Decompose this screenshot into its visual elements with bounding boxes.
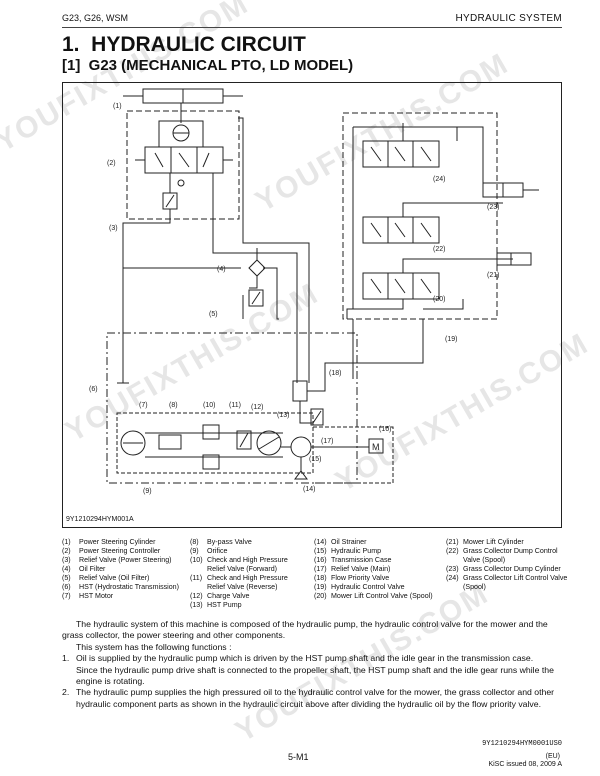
oil-filter [248, 259, 266, 277]
check-relief-reverse [202, 454, 220, 470]
header-model: G23, G26, WSM [62, 13, 129, 23]
list-item: 2. The hydraulic pump supplies the high … [62, 687, 555, 709]
charge-valve [236, 430, 252, 450]
legend-item: (2)Power Steering Controller [62, 547, 161, 555]
body-text: The hydraulic system of this machine is … [62, 619, 562, 710]
legend-item: (7)HST Motor [62, 592, 114, 600]
mower-lift-spool [362, 272, 440, 300]
callout-2: (2) [107, 160, 116, 167]
legend-item: (12)Charge Valve [190, 592, 250, 600]
callout-8: (8) [169, 402, 178, 409]
callout-13: (13) [277, 412, 289, 419]
callout-20: (20) [433, 296, 445, 303]
callout-23: (23) [487, 204, 499, 211]
callout-15: (15) [309, 456, 321, 463]
callout-12: (12) [251, 404, 263, 411]
oil-strainer [294, 470, 308, 480]
power-steering-controller [126, 110, 240, 220]
flow-priority-valve [292, 380, 308, 402]
legend-item: (5)Relief Valve (Oil Filter) [62, 574, 150, 582]
document-code: 9Y1210294HYM0001US0 [482, 740, 562, 748]
circuit-svg: (1) (2) (3) (4) (5) (6) (7) (8) (9) (10)… [89, 88, 539, 495]
legend-item: (16)Transmission Case [314, 556, 392, 564]
legend-item: (9)Orifice [190, 547, 228, 555]
paragraph: The hydraulic system of this machine is … [62, 619, 548, 641]
oil-filter-relief-valve [248, 289, 264, 307]
hst-motor [120, 430, 146, 456]
issue-date: KiSC issued 08, 2009 A [488, 761, 562, 768]
hst-inner [116, 412, 314, 474]
page-title: 1. HYDRAULIC CIRCUIT [62, 33, 306, 56]
legend-item: (21)Mower Lift Cylinder [446, 538, 524, 546]
callout-18: (18) [329, 370, 341, 377]
legend-item: (1)Power Steering Cylinder [62, 538, 156, 546]
header-rule [62, 27, 562, 28]
figure-code: 9Y1210294HYM001A [66, 516, 134, 523]
callout-17: (17) [321, 438, 333, 445]
callout-4: (4) [217, 266, 226, 273]
check-relief-forward [202, 424, 220, 440]
header-section: HYDRAULIC SYSTEM [455, 13, 562, 24]
hydraulic-circuit-diagram: (1) (2) (3) (4) (5) (6) (7) (8) (9) (10)… [62, 82, 562, 528]
callout-21: (21) [487, 272, 499, 279]
transmission-case [313, 426, 394, 484]
legend-item: (19)Hydraulic Control Valve [314, 583, 405, 591]
legend-item: (6)HST (Hydrostatic Transmission) [62, 583, 179, 591]
paragraph: This system has the following functions … [76, 641, 232, 652]
legend-item: (3)Relief Valve (Power Steering) [62, 556, 172, 564]
callout-9: (9) [143, 488, 152, 495]
list-item: 1. Oil is supplied by the hydraulic pump… [62, 653, 554, 687]
grass-collector-lift-spool [362, 140, 440, 168]
callout-10: (10) [203, 402, 215, 409]
legend-column-2: (8)By-pass Valve (9)Orifice (10)Check an… [190, 538, 306, 610]
legend-item: (4)Oil Filter [62, 565, 106, 573]
legend-item: (23)Grass Collector Dump Cylinder [446, 565, 561, 573]
legend-item: (13)HST Pump [190, 601, 242, 609]
callout-16: (16) [379, 426, 391, 433]
callout-7: (7) [139, 402, 148, 409]
engine-letter: M [372, 442, 380, 452]
callout-24: (24) [433, 176, 445, 183]
legend-item: (14)Oil Strainer [314, 538, 367, 546]
callout-11: (11) [229, 402, 241, 409]
callout-6: (6) [89, 386, 98, 393]
callout-14: (14) [303, 486, 315, 493]
issue-region: (EU) [545, 753, 560, 760]
bypass-valve [158, 434, 182, 450]
engine-box [368, 438, 384, 454]
hst-pump [256, 430, 282, 456]
legend-column-1: (1)Power Steering Cylinder (2)Power Stee… [62, 538, 180, 601]
hydraulic-pump [290, 436, 312, 458]
legend-column-4: (21)Mower Lift Cylinder (22)Grass Collec… [446, 538, 572, 592]
legend-item: (11)Check and High Pressure Relief Valve… [190, 574, 288, 591]
hydraulic-control-valve [342, 112, 498, 320]
legend-item: (24)Grass Collector Lift Control Valve (… [446, 574, 568, 591]
main-relief-valve [310, 408, 324, 426]
legend-column-3: (14)Oil Strainer (15)Hydraulic Pump (16)… [314, 538, 438, 601]
legend-item: (20)Mower Lift Control Valve (Spool) [314, 592, 433, 600]
callout-3: (3) [109, 225, 118, 232]
legend-item: (17)Relief Valve (Main) [314, 565, 391, 573]
page-number: 5-M1 [288, 752, 309, 762]
mower-lift-cylinder [496, 252, 532, 266]
legend-item: (8)By-pass Valve [190, 538, 252, 546]
callout-5: (5) [209, 311, 218, 318]
callout-1: (1) [113, 103, 122, 110]
legend-item: (18)Flow Priority Valve [314, 574, 390, 582]
callout-19: (19) [445, 336, 457, 343]
legend-item: (15)Hydraulic Pump [314, 547, 382, 555]
section-subtitle: [1] G23 (MECHANICAL PTO, LD MODEL) [62, 57, 354, 74]
legend-item: (10)Check and High Pressure Relief Valve… [190, 556, 288, 573]
grass-collector-dump-spool [362, 216, 440, 244]
hst-box [106, 332, 358, 484]
callout-22: (22) [433, 246, 445, 253]
legend-item: (22)Grass Collector Dump Control Valve (… [446, 547, 558, 564]
